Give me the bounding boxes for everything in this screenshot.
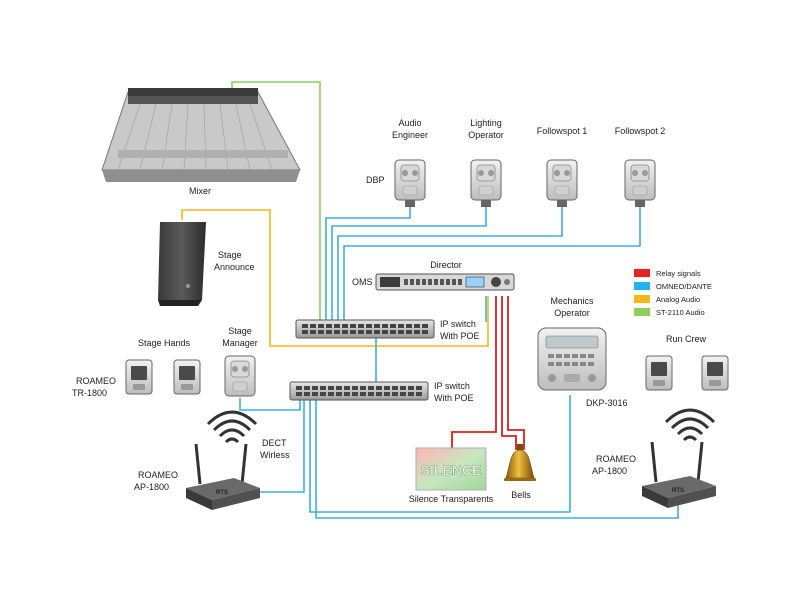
- label-ip-switch-1a: IP switch: [440, 319, 476, 329]
- handset-icon: [173, 359, 201, 395]
- label-silence-transparents: Silence Transparents: [409, 494, 494, 504]
- legend-label-analog: Analog Audio: [656, 295, 700, 304]
- label-followspot-2: Followspot 2: [615, 126, 666, 136]
- beltpack-icon: [546, 159, 578, 201]
- handset-icon: [645, 355, 673, 391]
- label-mechanics-1: Mechanics: [550, 296, 594, 306]
- wireless-waves-icon: [664, 408, 716, 442]
- label-audio-engineer-2: Engineer: [392, 130, 428, 140]
- wire-relay-bells-a: [501, 296, 517, 450]
- handset-icon: [125, 359, 153, 395]
- label-dkp: DKP-3016: [586, 398, 628, 408]
- wire-mixer-to-switch: [231, 81, 321, 322]
- label-roameo-tr-2: TR-1800: [72, 388, 107, 398]
- ip-switch-icon: [295, 319, 435, 339]
- label-ip-switch-2b: With POE: [434, 393, 474, 403]
- loudspeaker-icon: [158, 222, 206, 306]
- beltpack-icon: [394, 159, 426, 201]
- legend-swatch-omneo: [634, 282, 650, 290]
- label-audio-engineer-1: Audio: [398, 118, 421, 128]
- handset-icon: [701, 355, 729, 391]
- label-stage-announce-1: Stage: [218, 250, 242, 260]
- label-lighting-operator-1: Lighting: [470, 118, 502, 128]
- ip-switch-icon: [289, 381, 429, 401]
- wire-lighting-operator: [331, 207, 487, 322]
- legend: Relay signals OMNEO/DANTE Analog Audio S…: [634, 269, 712, 317]
- wire-dkp: [309, 395, 571, 513]
- desk-keypanel-icon: [537, 327, 607, 391]
- legend-swatch-analog: [634, 295, 650, 303]
- wire-audio-engineer: [325, 207, 411, 322]
- label-run-crew: Run Crew: [666, 334, 707, 344]
- label-mixer: Mixer: [189, 186, 211, 196]
- label-followspot-1: Followspot 1: [537, 126, 588, 136]
- bell-icon: [504, 444, 536, 481]
- label-ip-switch-2a: IP switch: [434, 381, 470, 391]
- label-roameo-ap-right-1: ROAMEO: [596, 454, 636, 464]
- beltpack-connectors: [405, 200, 645, 207]
- wire-stage-announce: [181, 209, 489, 347]
- label-stage-hands: Stage Hands: [138, 338, 191, 348]
- label-stage-manager-2: Manager: [222, 338, 258, 348]
- label-roameo-tr-1: ROAMEO: [76, 376, 116, 386]
- label-dect-1: DECT: [262, 438, 287, 448]
- label-director: Director: [430, 260, 462, 270]
- beltpack-icon: [470, 159, 502, 201]
- mixer-console-icon: [101, 88, 301, 182]
- label-stage-manager-1: Stage: [228, 326, 252, 336]
- legend-label-st2110: ST-2110 Audio: [656, 308, 705, 317]
- wire-ap-left: [256, 398, 305, 493]
- wire-relay-bells-b: [507, 296, 525, 450]
- label-oms: OMS: [352, 277, 373, 287]
- label-dect-2: Wirless: [260, 450, 290, 460]
- wire-followspot-2: [343, 207, 641, 322]
- legend-label-relay: Relay signals: [656, 269, 701, 278]
- silence-sign-text: SILENCE: [421, 462, 482, 478]
- label-stage-announce-2: Announce: [214, 262, 255, 272]
- silence-sign-icon: SILENCE: [415, 447, 487, 491]
- label-ip-switch-1b: With POE: [440, 331, 480, 341]
- wire-stage-manager: [239, 396, 301, 411]
- wireless-waves-icon: [206, 410, 258, 444]
- label-bells: Bells: [511, 490, 531, 500]
- label-roameo-ap-right-2: AP-1800: [592, 466, 627, 476]
- access-point-icon: [640, 440, 718, 510]
- legend-swatch-st2110: [634, 308, 650, 316]
- beltpack-icon: [624, 159, 656, 201]
- legend-swatch-relay: [634, 269, 650, 277]
- wiring: [181, 81, 679, 519]
- label-lighting-operator-2: Operator: [468, 130, 504, 140]
- wire-relay-silence: [451, 296, 497, 448]
- oms-rack-icon: [375, 273, 515, 291]
- label-mechanics-2: Operator: [554, 308, 590, 318]
- access-point-icon: [184, 442, 262, 512]
- beltpack-icon: [224, 355, 256, 397]
- label-dbp: DBP: [366, 175, 385, 185]
- label-roameo-ap-left-2: AP-1800: [134, 482, 169, 492]
- wire-followspot-1: [337, 207, 563, 322]
- label-roameo-ap-left-1: ROAMEO: [138, 470, 178, 480]
- legend-label-omneo: OMNEO/DANTE: [656, 282, 712, 291]
